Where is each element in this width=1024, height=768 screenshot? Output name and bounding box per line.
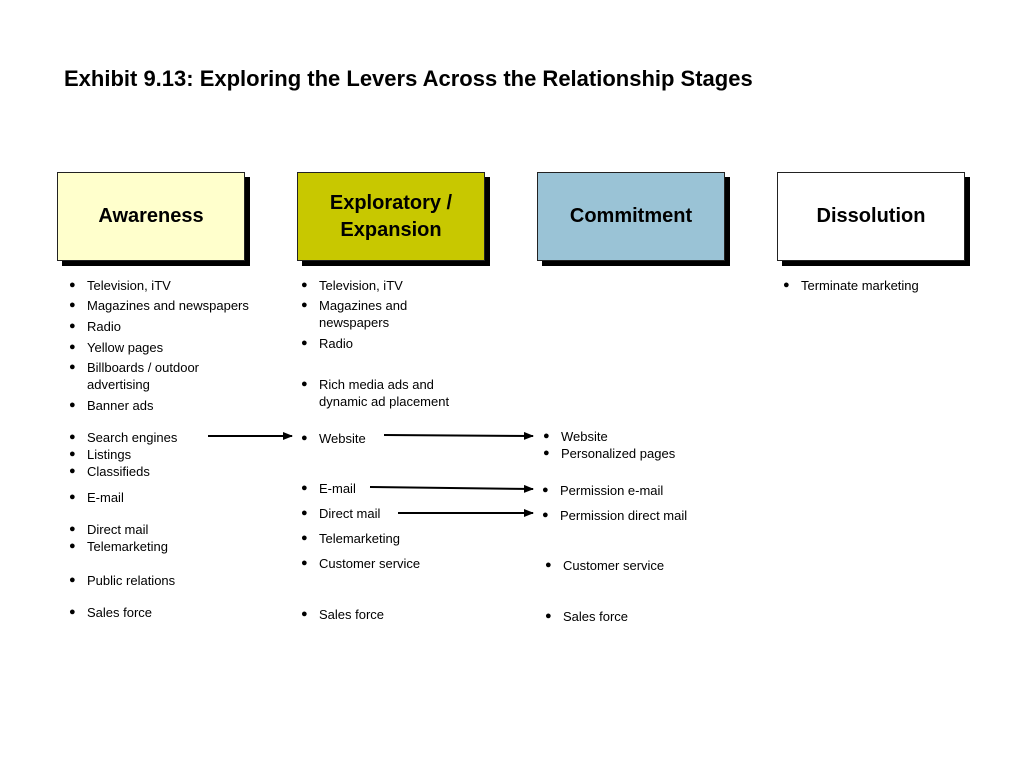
list-item: ●Billboards / outdoor advertising xyxy=(69,360,200,392)
list-item: ●Customer service xyxy=(545,558,665,573)
list-item: ●Search engines xyxy=(69,430,178,445)
page-title: Exhibit 9.13: Exploring the Levers Acros… xyxy=(64,66,753,91)
stage-dissolution-label: Dissolution xyxy=(816,205,926,227)
list-item: ●E-mail xyxy=(69,490,124,505)
list-item: ●Personalized pages xyxy=(543,446,676,461)
arrow-website-to-website xyxy=(383,431,534,440)
list-item: ●Telemarketing xyxy=(301,531,400,546)
list-item: ●Magazines and newspapers xyxy=(301,298,408,330)
list-item: ●Rich media ads and dynamic ad placement xyxy=(301,377,450,409)
list-item: ●Telemarketing xyxy=(69,539,168,554)
list-item: ●Website xyxy=(301,431,366,446)
list-item: ●Permission e-mail xyxy=(542,483,664,498)
stage-exploratory-label: Exploratory / Expansion xyxy=(329,191,453,241)
stage-commitment: Commitment xyxy=(537,172,725,261)
list-item: ●Listings xyxy=(69,447,132,462)
stage-awareness-label: Awareness xyxy=(98,205,204,227)
list-item: ●Radio xyxy=(301,336,353,351)
list-item: ●Direct mail xyxy=(301,506,381,521)
list-item: ●Radio xyxy=(69,319,121,334)
list-item: ●Public relations xyxy=(69,573,176,588)
arrow-email-to-permission-email xyxy=(369,484,534,493)
list-item: ●Direct mail xyxy=(69,522,149,537)
list-item: ●Magazines and newspapers xyxy=(69,298,249,313)
list-item: ●Sales force xyxy=(301,607,385,622)
list-item: ●Permission direct mail xyxy=(542,508,688,523)
stage-awareness: Awareness xyxy=(57,172,245,261)
list-item: ●Classifieds xyxy=(69,464,150,479)
list-item: ●Sales force xyxy=(69,605,153,620)
list-item: ●Website xyxy=(543,429,608,444)
list-item: ●Sales force xyxy=(545,609,629,624)
stage-exploratory: Exploratory / Expansion xyxy=(297,172,485,261)
list-item: ●Yellow pages xyxy=(69,340,164,355)
list-item: ●Customer service xyxy=(301,556,421,571)
list-item: ●E-mail xyxy=(301,481,356,496)
list-item: ●Banner ads xyxy=(69,398,154,413)
list-item: ●Terminate marketing xyxy=(783,278,919,293)
list-item: ●Television, iTV xyxy=(301,278,403,293)
list-item: ●Television, iTV xyxy=(69,278,171,293)
stage-dissolution: Dissolution xyxy=(777,172,965,261)
stage-commitment-label: Commitment xyxy=(569,205,693,227)
